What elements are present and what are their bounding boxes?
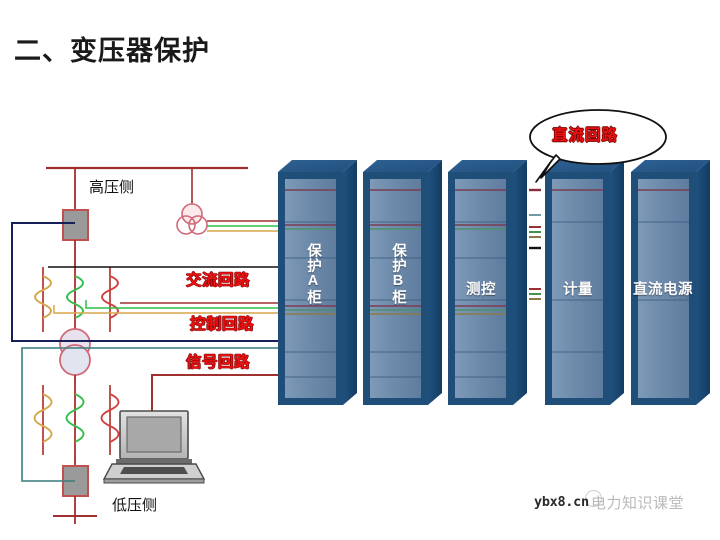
- cabinet-label-metering: 计量: [563, 282, 593, 298]
- watermark-domain: ybx8.cn: [534, 494, 589, 510]
- hv-circuit-breaker-icon: [62, 209, 89, 241]
- callout-bubble: [529, 109, 667, 183]
- cabinet-label-dc-power: 直流电源: [633, 282, 693, 298]
- ac-circuit-label: 交流回路: [186, 272, 251, 289]
- cabinet-label-protection-a: 保护A柜: [305, 243, 321, 305]
- hv-current-transformers-icon: [34, 267, 119, 332]
- dc-riser-wires: [529, 172, 541, 405]
- cabinet-measure-control[interactable]: [448, 160, 527, 405]
- lv-current-transformers-icon: [33, 385, 120, 455]
- vt-secondary-bundle: [207, 220, 288, 232]
- watermark-logo-icon: [585, 490, 602, 507]
- watermark: 电力知识课堂 ybx8.cn: [528, 489, 718, 517]
- hv-ct-secondary-wires: [53, 300, 288, 314]
- page-title: 二、变压器保护: [14, 36, 210, 66]
- signal-circuit-label: 信号回路: [186, 354, 251, 371]
- cabinet-dc-power[interactable]: [631, 160, 710, 405]
- low-voltage-side-label: 低压侧: [112, 497, 158, 514]
- control-circuit-path: [11, 222, 288, 342]
- cabinet-label-protection-b: 保护B柜: [390, 243, 406, 305]
- cabinet-protection-b[interactable]: [363, 160, 442, 405]
- cabinet-label-measure-control: 测控: [466, 282, 496, 298]
- cabinet-metering[interactable]: [545, 160, 624, 405]
- high-voltage-side-label: 高压侧: [89, 179, 135, 196]
- control-circuit-label: 控制回路: [190, 316, 255, 333]
- watermark-site-name: 电力知识课堂: [591, 495, 685, 512]
- laptop-icon: [102, 410, 206, 484]
- cabinet-row: [278, 160, 710, 405]
- signal-circuit-path: [21, 347, 288, 482]
- callout-dc-circuit-label: 直流回路: [552, 127, 619, 144]
- cabinet-protection-a[interactable]: [278, 160, 357, 405]
- signal-wire-to-laptop: [151, 374, 288, 412]
- power-transformer-icon: [59, 328, 91, 376]
- primary-one-line: [33, 166, 288, 524]
- voltage-transformer-icon: [176, 168, 208, 235]
